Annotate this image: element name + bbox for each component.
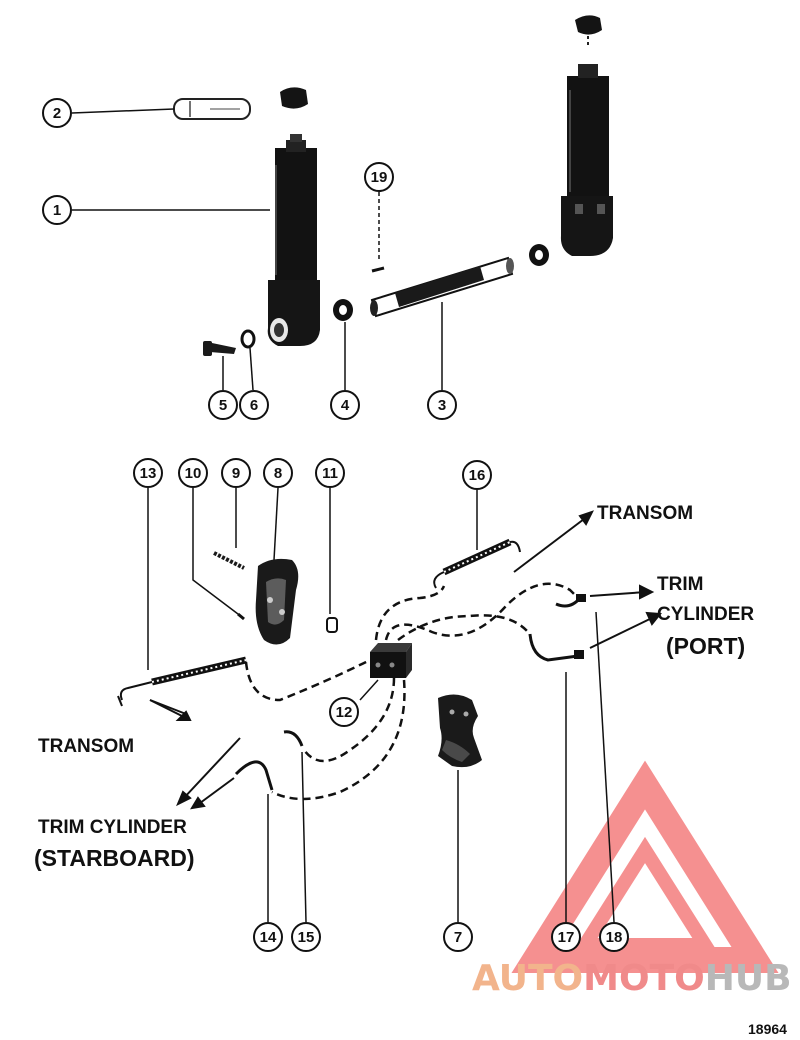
routing-dashed-lines [244, 582, 577, 801]
lock-washer-part [240, 329, 256, 349]
callout-17-number: 17 [558, 929, 575, 946]
callout-6: 6 [239, 390, 269, 420]
watermark-auto: AUTO [472, 958, 583, 999]
trim-cylinder-port-part [560, 64, 613, 256]
screw-part [203, 341, 236, 356]
o-ring-part [371, 266, 385, 273]
bolt-part [213, 551, 245, 570]
mount-bracket-part [255, 558, 299, 645]
callout-14-number: 14 [260, 929, 277, 946]
callout-1-number: 1 [53, 202, 61, 219]
callout-4-number: 4 [341, 397, 350, 414]
dowel-part [326, 617, 338, 633]
watermark-logo [511, 760, 779, 973]
callout-7-number: 7 [454, 929, 462, 946]
callout-3: 3 [427, 390, 457, 420]
callout-9: 9 [221, 458, 251, 488]
label-trim-starboard-line1: TRIM CYLINDER [38, 817, 187, 838]
callout-4: 4 [330, 390, 360, 420]
line-15-part [283, 730, 304, 747]
callout-18: 18 [599, 922, 629, 952]
callout-leaders-lower [147, 487, 615, 923]
callout-10-number: 10 [185, 465, 202, 482]
callout-2: 2 [42, 98, 72, 128]
label-transom-top: TRANSOM [597, 503, 693, 524]
callout-13-number: 13 [140, 465, 157, 482]
figure-number: 18964 [748, 1021, 787, 1037]
callout-19: 19 [364, 162, 394, 192]
callout-12-number: 12 [336, 704, 353, 721]
callout-7: 7 [443, 922, 473, 952]
callout-17: 17 [551, 922, 581, 952]
cylinder-cap-part [280, 87, 308, 109]
label-trim-starboard-line2: (STARBOARD) [34, 845, 195, 871]
callout-9-number: 9 [232, 465, 240, 482]
washer-part [333, 244, 549, 321]
trim-cylinder-starboard-part [267, 134, 320, 346]
callout-8: 8 [263, 458, 293, 488]
callout-3-number: 3 [438, 397, 446, 414]
small-pin-part [237, 612, 245, 621]
label-trim-port-line3: (PORT) [666, 633, 745, 659]
callout-15-number: 15 [298, 929, 315, 946]
callout-5-number: 5 [219, 397, 227, 414]
callout-19-number: 19 [371, 169, 388, 186]
cylinder-cap-part-right [575, 15, 602, 46]
hose-13-part [117, 656, 247, 707]
hose-16-part [433, 538, 521, 589]
callout-8-number: 8 [274, 465, 282, 482]
callout-16-number: 16 [469, 467, 486, 484]
callout-5: 5 [208, 390, 238, 420]
manifold-block-part [370, 643, 412, 678]
line-18-part [555, 594, 586, 608]
callout-11-number: 11 [322, 465, 338, 482]
callout-6-number: 6 [250, 397, 258, 414]
label-trim-port-line2: CYLINDER [657, 604, 754, 625]
callout-13: 13 [133, 458, 163, 488]
callout-leaders-upper [71, 108, 443, 391]
callout-18-number: 18 [606, 929, 623, 946]
shaft-part [370, 256, 514, 318]
mounting-plate-part [438, 694, 482, 768]
direction-arrows [149, 510, 662, 810]
callout-14: 14 [253, 922, 283, 952]
callout-11: 11 [315, 458, 345, 488]
watermark-hub: HUB [705, 958, 792, 999]
label-trim-port-line1: TRIM [657, 574, 703, 595]
callout-1: 1 [42, 195, 72, 225]
callout-10: 10 [178, 458, 208, 488]
line-17-part [528, 633, 584, 662]
callout-2-number: 2 [53, 105, 61, 122]
watermark-moto: MOTO [583, 958, 705, 999]
callout-12: 12 [329, 697, 359, 727]
watermark-text: AUTOMOTOHUB [472, 958, 792, 999]
callout-16: 16 [462, 460, 492, 490]
label-transom-left: TRANSOM [38, 736, 134, 757]
callout-15: 15 [291, 922, 321, 952]
line-14-part [234, 760, 274, 791]
pin-part [173, 98, 251, 120]
